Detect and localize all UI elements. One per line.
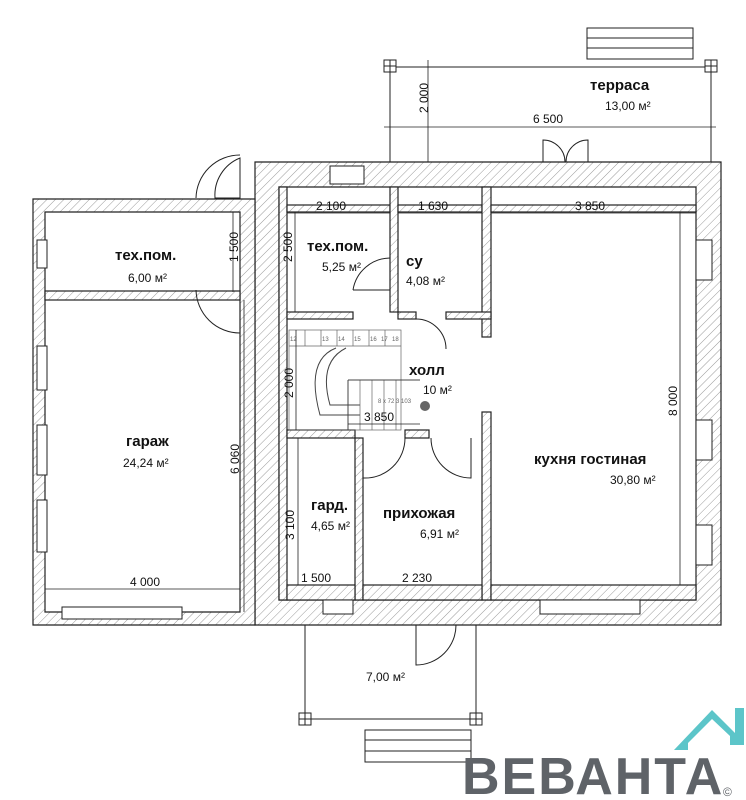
- dim-su-width: 1 630: [418, 199, 448, 213]
- stair-step-number: 17: [381, 337, 388, 343]
- room-area-terrace: 13,00 м²: [605, 99, 651, 113]
- dim-terrace-depth: 2 000: [417, 83, 431, 113]
- room-area-tech-left: 6,00 м²: [128, 271, 167, 285]
- house-icon: [674, 708, 744, 750]
- stair-step-number: 18: [392, 337, 399, 343]
- porch: [298, 625, 483, 763]
- dim-garage-width: 4 000: [130, 575, 160, 589]
- dim-terrace-width: 6 500: [533, 112, 563, 126]
- terrace: [383, 27, 718, 162]
- windows: [36, 165, 713, 620]
- dim-kitchen-depth: 8 000: [666, 386, 680, 416]
- room-name-tech-mid: тех.пом.: [307, 238, 368, 255]
- dim-entry-width: 2 230: [402, 571, 432, 585]
- room-area-entry: 6,91 м²: [420, 527, 459, 541]
- dim-tech-mid-depth: 2 500: [281, 232, 295, 262]
- room-name-hall: холл: [409, 362, 445, 379]
- stair-step-number: 16: [370, 337, 377, 343]
- stair-step-number: 13: [322, 337, 329, 343]
- dim-kitchen-width: 3 850: [575, 199, 605, 213]
- terrace-post: [383, 59, 718, 73]
- staircase: 12 13 14 15 16 17 18 8 x 72 3 103: [288, 329, 430, 431]
- stair-step-number: 14: [338, 337, 345, 343]
- dimension-lines: [45, 212, 696, 612]
- room-area-porch: 7,00 м²: [366, 670, 405, 684]
- room-name-tech-left: тех.пом.: [115, 247, 176, 264]
- room-name-garderob: гард.: [311, 497, 348, 514]
- stair-note: 8 x 72 3 103: [378, 399, 412, 405]
- room-area-tech-mid: 5,25 м²: [322, 260, 361, 274]
- brand-logo: ВЕВАНТА ©: [462, 708, 744, 800]
- house-walls: [32, 161, 722, 626]
- dim-garderob-width: 1 500: [301, 571, 331, 585]
- stair-post: [420, 401, 430, 411]
- dim-garderob-depth: 3 100: [283, 510, 297, 540]
- dim-stair-depth: 2 000: [282, 368, 296, 398]
- dimension-texts: 2 000 6 500 2 100 1 630 3 850 1 500 2 50…: [130, 83, 680, 589]
- room-area-kitchen: 30,80 м²: [610, 473, 656, 487]
- dim-tech-left-depth: 1 500: [227, 232, 241, 262]
- dim-tech1-width: 2 100: [316, 199, 346, 213]
- room-area-garage: 24,24 м²: [123, 456, 169, 470]
- doors: [195, 139, 589, 666]
- room-area-garderob: 4,65 м²: [311, 519, 350, 533]
- room-name-garage: гараж: [126, 433, 169, 450]
- stair-step-number: 12: [290, 337, 297, 343]
- terrace-step: [586, 27, 694, 60]
- dim-hall-width: 3 850: [364, 410, 394, 424]
- room-name-kitchen: кухня гостиная: [534, 451, 646, 468]
- logo-text: ВЕВАНТА: [462, 748, 724, 800]
- copyright-mark: ©: [723, 785, 732, 799]
- room-labels: терраса 13,00 м² тех.пом. 6,00 м² тех.по…: [115, 77, 656, 684]
- room-area-hall: 10 м²: [423, 383, 452, 397]
- room-area-su: 4,08 м²: [406, 274, 445, 288]
- room-name-su: су: [406, 253, 423, 270]
- dim-garage-depth: 6 060: [228, 444, 242, 474]
- stair-step-number: 15: [354, 337, 361, 343]
- room-name-entry: прихожая: [383, 505, 455, 522]
- room-name-terrace: терраса: [590, 77, 650, 94]
